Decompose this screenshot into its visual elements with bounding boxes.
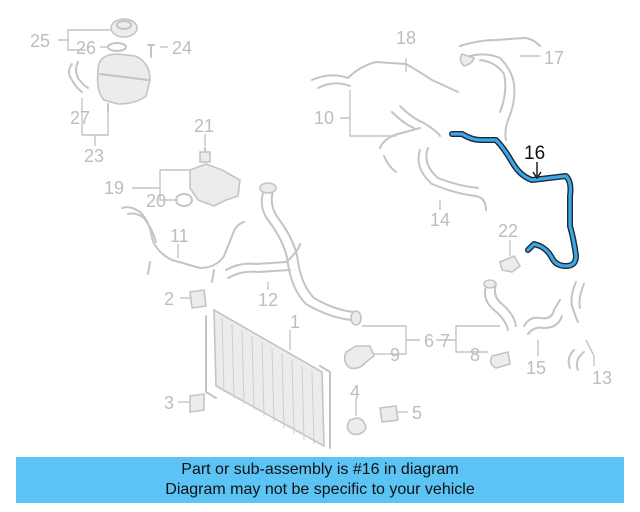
- callout-16: 16: [524, 143, 545, 164]
- callout-25: 25: [30, 31, 50, 51]
- banner-line-part: Part or sub-assembly is #16 in diagram: [181, 461, 459, 478]
- thermostat-housing-group: [121, 147, 245, 283]
- callout-12: 12: [258, 290, 278, 310]
- callout-4: 4: [350, 382, 360, 402]
- callout-14: 14: [430, 210, 450, 230]
- callout-21: 21: [194, 116, 214, 136]
- callout-8: 8: [470, 345, 480, 365]
- callout-9: 9: [390, 345, 400, 365]
- callout-2: 2: [164, 289, 174, 309]
- right-hoses-group: [436, 240, 595, 371]
- callout-7: 7: [440, 331, 450, 351]
- lower-hose-group: [180, 182, 362, 326]
- banner-line-disclaimer: Diagram may not be specific to your vehi…: [165, 481, 475, 498]
- callout-11: 11: [170, 226, 189, 246]
- callout-20: 20: [146, 191, 166, 211]
- upper-hoses-group: [311, 37, 541, 211]
- callout-27: 27: [70, 108, 90, 128]
- parts-diagram: 1 2 3 4 5 6 7 8 9 10 11 12 13 14 15 16 1…: [30, 18, 612, 449]
- callout-18: 18: [396, 28, 416, 48]
- callout-13: 13: [592, 368, 612, 388]
- callout-23: 23: [84, 146, 104, 166]
- callout-24: 24: [172, 38, 192, 58]
- callout-5: 5: [412, 403, 422, 423]
- radiator: [205, 308, 331, 449]
- callout-22: 22: [498, 221, 518, 241]
- callout-19: 19: [104, 178, 124, 198]
- leader-lines-reservoir: [58, 29, 168, 146]
- leader-lines-thermostat: [132, 134, 206, 258]
- callout-17: 17: [544, 48, 564, 68]
- callout-labels: 1 2 3 4 5 6 7 8 9 10 11 12 13 14 15 16 1…: [30, 28, 612, 423]
- callout-6: 6: [424, 331, 434, 351]
- callout-3: 3: [164, 393, 174, 413]
- part-info-banner: Part or sub-assembly is #16 in diagram D…: [16, 457, 624, 503]
- callout-15: 15: [526, 358, 546, 378]
- coolant-reservoir-group: [68, 18, 155, 113]
- small-parts-group: [178, 325, 420, 436]
- highlighted-pipe-16: [449, 131, 579, 269]
- callout-10: 10: [314, 108, 334, 128]
- callout-1: 1: [290, 312, 300, 332]
- callout-26: 26: [76, 38, 96, 58]
